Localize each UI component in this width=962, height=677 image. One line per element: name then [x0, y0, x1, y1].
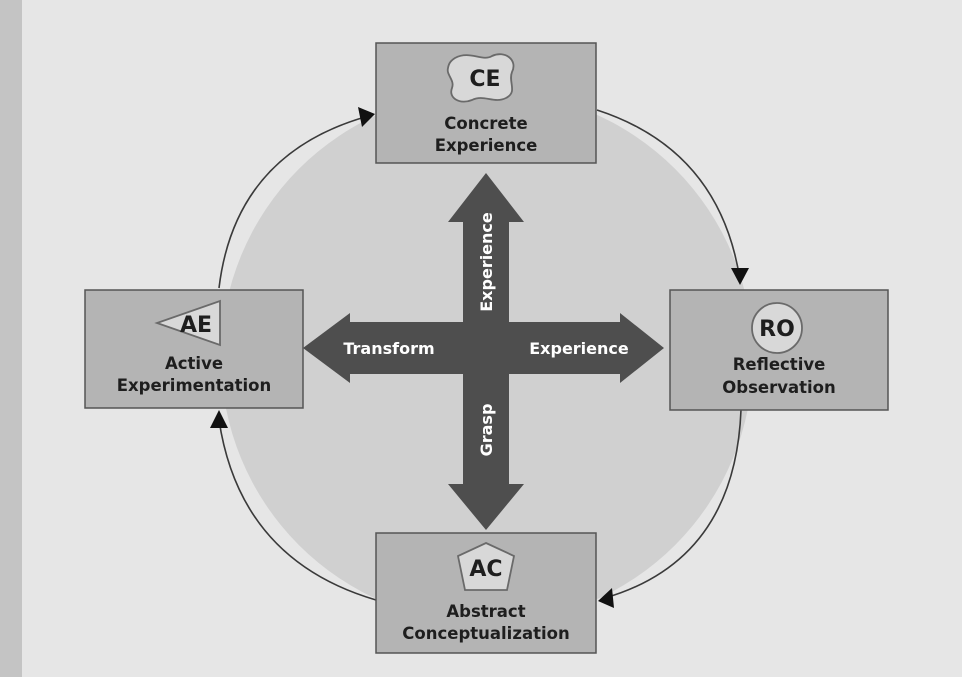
- cycle-arc-ac-to-ae: [218, 419, 377, 601]
- arrow-label-up: Experience: [477, 212, 496, 312]
- cycle-arc-ro-to-ac: [604, 409, 742, 599]
- stage-label-ae-line2: Experimentation: [117, 376, 272, 395]
- arrow-label-right: Experience: [529, 339, 629, 358]
- badge-ce: CE: [469, 67, 500, 92]
- left-edge-bar: [0, 0, 22, 677]
- cycle-arrowhead-ce: [358, 107, 375, 127]
- arrow-label-down: Grasp: [477, 404, 496, 457]
- stage-reflective-observation: RO Reflective Observation: [669, 289, 889, 411]
- stage-label-ce-line1: Concrete: [444, 114, 527, 133]
- stage-label-ce-line2: Experience: [435, 136, 538, 155]
- badge-ae: AE: [180, 313, 212, 338]
- central-cross-arrow: [303, 173, 664, 530]
- stage-label-ae-line1: Active: [165, 354, 223, 373]
- cycle-arc-ae-to-ce: [218, 116, 366, 289]
- stage-label-ro-line1: Reflective: [733, 355, 826, 374]
- badge-ac: AC: [469, 557, 502, 582]
- stage-active-experimentation: AE Active Experimentation: [84, 289, 304, 409]
- cycle-arrowhead-ro: [731, 268, 749, 285]
- stage-label-ro-line2: Observation: [722, 378, 836, 397]
- stage-concrete-experience: CE Concrete Experience: [375, 42, 597, 164]
- stage-label-ac-line1: Abstract: [446, 602, 525, 621]
- badge-ro: RO: [759, 317, 795, 342]
- cycle-arc-ce-to-ro: [596, 109, 741, 281]
- cycle-arrowhead-ae: [210, 410, 228, 428]
- stage-label-ac-line2: Conceptualization: [402, 624, 569, 643]
- arrow-label-left: Transform: [343, 339, 434, 358]
- cycle-arrowhead-ac: [598, 588, 614, 608]
- triangle-badge-icon: [154, 299, 221, 347]
- stage-abstract-conceptualization: AC Abstract Conceptualization: [375, 532, 597, 654]
- circle-badge-icon: [751, 302, 803, 354]
- cloud-badge-icon: [446, 53, 515, 103]
- pentagon-badge-icon: [456, 542, 516, 591]
